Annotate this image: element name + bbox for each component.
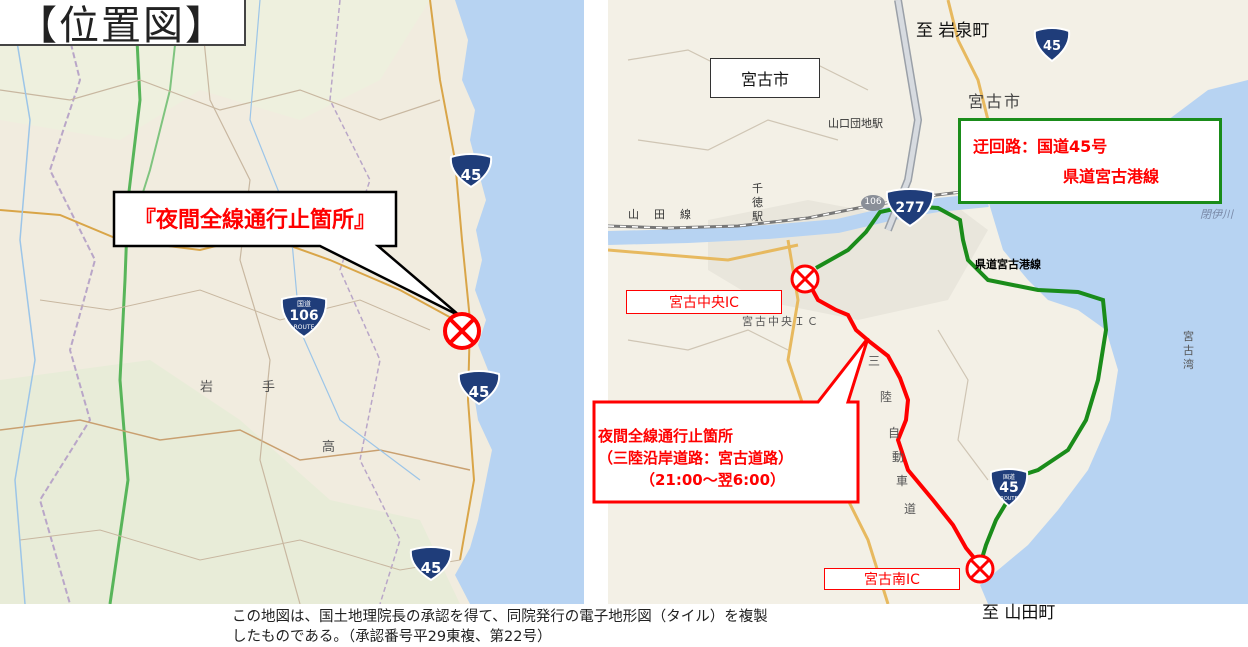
route-45-shield-icon: 45 (447, 153, 495, 189)
route-106-shield-number: 106 (864, 197, 882, 207)
road-char-1: 三 (868, 354, 881, 368)
closure-line-3: （21:00～翌6:00） (640, 471, 786, 489)
destination-north: 至 岩泉町 (916, 21, 990, 41)
ic-central-map-label: 宮古中央ＩＣ (742, 315, 820, 328)
ic-south-label: 宮古南IC (824, 568, 960, 590)
road-char-5: 車 (896, 474, 909, 488)
detour-line-1: 迂回路：国道45号 (973, 137, 1108, 156)
road-char-3: 自 (888, 426, 901, 440)
railway-label: 山 田 線 (628, 208, 693, 221)
map-credit-line-1: この地図は、国土地理院長の承認を得て、同院発行の電子地形図（タイル）を複製 (232, 609, 768, 625)
map-credit-line-2: したものである。（承認番号平29東複、第22号） (232, 629, 552, 645)
route-45-shield-icon: 45 (407, 546, 455, 582)
route-45-shield-icon: 45 (1032, 27, 1072, 63)
route-45-shield-number: 45 (999, 480, 1019, 496)
route-45-shield-number: 45 (1042, 39, 1062, 54)
route-277-shield-number: 277 (895, 200, 925, 216)
closure-callout-shape (592, 337, 870, 504)
road-char-4: 動 (892, 450, 905, 464)
city-map-label: 宮古市 (968, 92, 1023, 111)
detour-line-2: 県道宮古港線 (1063, 167, 1160, 186)
road-char-6: 道 (904, 502, 917, 516)
closure-line-2: （三陸沿岸道路：宮古道路） (598, 449, 794, 467)
route-45-shield-number: 45 (460, 166, 482, 184)
route-106-shield-icon: 106 (860, 194, 886, 212)
road-char-2: 陸 (880, 390, 893, 404)
route-45-shield-header: 国道 (1002, 474, 1015, 481)
route-45-shield-icon: 国道 45 ROUTE (988, 468, 1030, 508)
map-label-iwa: 岩 (200, 380, 214, 395)
river-label: 閉伊川 (1200, 208, 1233, 221)
station-label-chitose: 千徳駅 (752, 182, 763, 223)
page-title: 【位置図】 (0, 0, 246, 49)
route-106-shield-header: 国道 (297, 300, 311, 308)
route-45-shield-icon: 45 (455, 370, 503, 406)
city-name-box: 宮古市 (710, 58, 820, 98)
prefectural-road-label: 県道宮古港線 (975, 258, 1041, 271)
closure-marker-icon (443, 312, 481, 350)
map-label-ko: 高 (322, 440, 336, 455)
route-106-shield-sub: ROUTE (293, 324, 315, 331)
closure-line-1: 夜間全線通行止箇所 (598, 427, 734, 445)
overview-callout-label: 『夜間全線通行止箇所』 (133, 208, 376, 233)
station-label-yamaguchi: 山口団地駅 (828, 117, 883, 130)
route-45-shield-number: 45 (468, 383, 490, 401)
route-277-shield-icon: 277 (884, 188, 936, 228)
ic-central-label: 宮古中央IC (626, 290, 782, 314)
map-credit: この地図は、国土地理院長の承認を得て、同院発行の電子地形図（タイル）を複製 した… (232, 607, 768, 647)
route-106-shield-icon: 国道 106 ROUTE (278, 295, 330, 339)
route-45-shield-number: 45 (420, 559, 442, 577)
closure-marker-icon (790, 264, 820, 294)
route-45-shield-sub: ROUTE (1000, 496, 1018, 502)
closure-marker-icon (965, 554, 995, 584)
destination-south: 至 山田町 (982, 603, 1056, 623)
overview-closure-callout (112, 190, 461, 318)
route-106-shield-number: 106 (289, 308, 319, 324)
map-label-te: 手 (262, 380, 276, 395)
bay-label: 宮古湾 (1183, 330, 1194, 371)
detour-info-box: 迂回路：国道45号 県道宮古港線 (958, 118, 1222, 204)
closure-callout-text: 夜間全線通行止箇所 （三陸沿岸道路：宮古道路） （21:00～翌6:00） (598, 425, 844, 491)
